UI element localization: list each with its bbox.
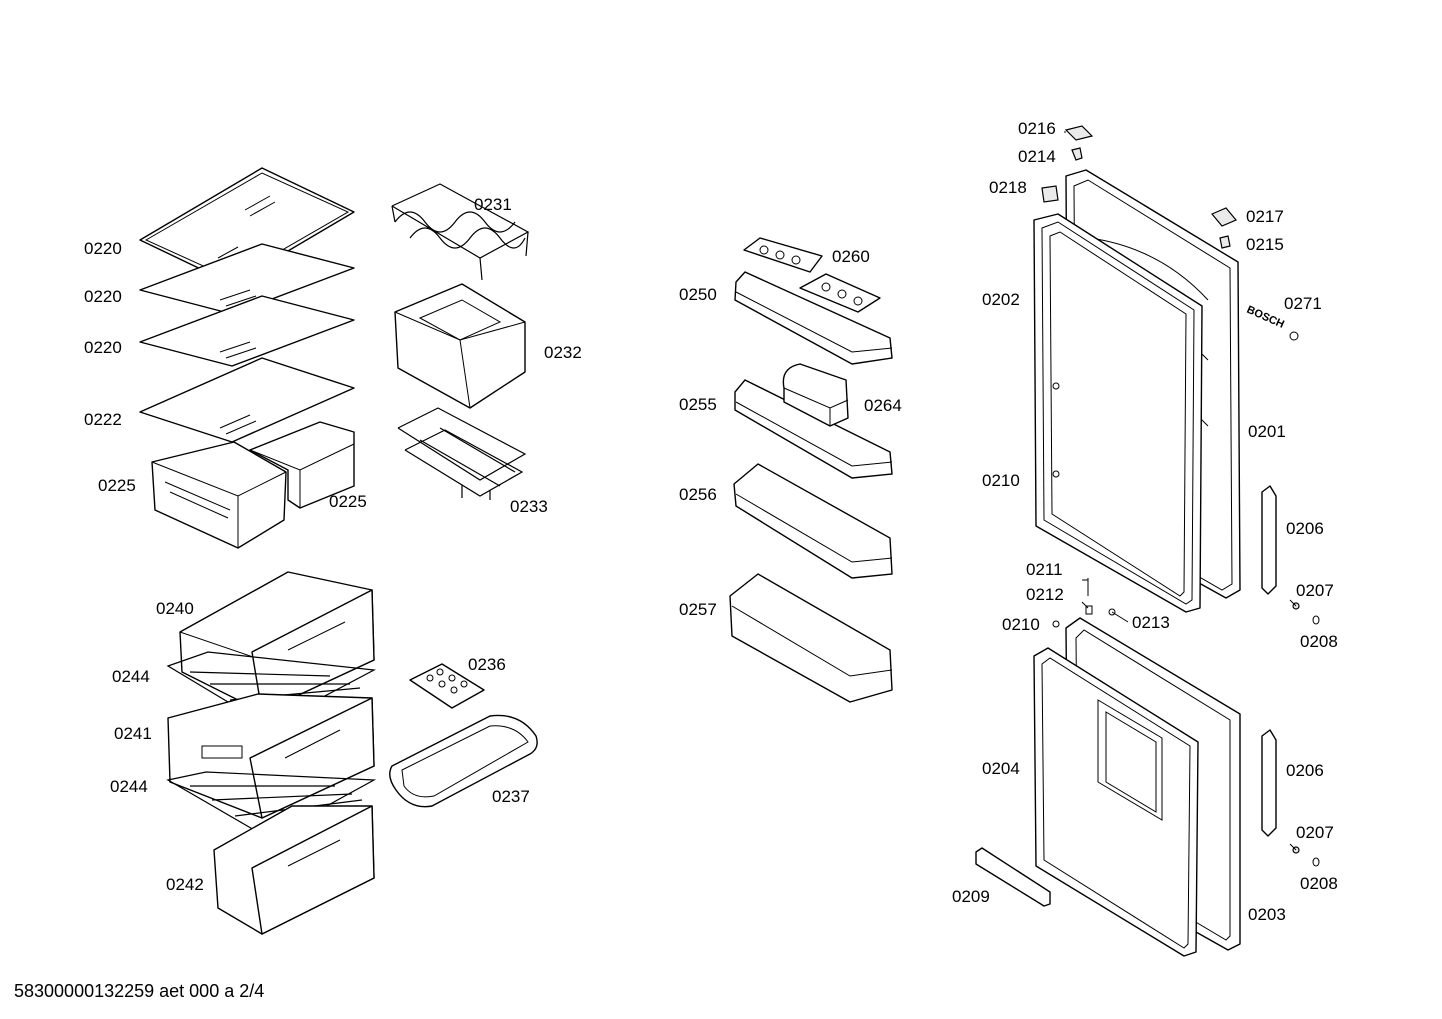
tray-0237 [389,714,538,808]
label-0260: 0260 [832,247,870,266]
handle-0206-upper [1261,485,1277,595]
small-parts-0211-0213 [1052,382,1116,628]
egg-tray-0260-left [743,237,823,273]
label-0237: 0237 [492,787,530,806]
butter-dish-0264 [782,363,849,427]
label-0212: 0212 [1026,585,1064,604]
label-0255: 0255 [679,395,717,414]
washer-0208-lower [1312,857,1320,867]
cover-strip-0209 [975,847,1051,907]
label-0220-third: 0220 [84,338,122,357]
drawer-0242 [213,805,375,935]
washer-0208-upper [1312,615,1320,625]
label-0213: 0213 [1132,613,1170,632]
label-0215: 0215 [1246,235,1284,254]
label-0240: 0240 [156,599,194,618]
glass-shelf-0222 [139,357,355,443]
label-0225-right: 0225 [329,492,367,511]
label-0244-lower: 0244 [110,777,148,796]
label-0236: 0236 [468,655,506,674]
glass-shelf-0220-second [139,243,355,315]
label-0264: 0264 [864,396,902,415]
label-0211: 0211 [1026,560,1063,579]
hinge-cover-0216 [1064,125,1094,141]
label-0231: 0231 [474,195,512,214]
crisper-tray-0225-right [249,421,355,509]
label-0216: 0216 [1018,119,1056,138]
label-0233: 0233 [510,497,548,516]
label-0210-lower: 0210 [1002,615,1040,634]
label-0222: 0222 [84,410,122,429]
label-0220-second: 0220 [84,287,122,306]
door-gasket-0204 [1033,647,1199,957]
label-0250: 0250 [679,285,717,304]
label-0244-upper: 0244 [112,667,150,686]
label-0203: 0203 [1248,905,1286,924]
door-shelf-0257 [729,573,893,703]
bin-0232 [394,283,526,409]
document-footer: 58300000132259 aet 000 a 2/4 [14,981,265,1001]
hinge-cover-0217 [1211,207,1237,227]
label-0201: 0201 [1248,422,1286,441]
label-0242: 0242 [166,875,204,894]
label-0208-lower: 0208 [1300,874,1338,893]
label-0204: 0204 [982,759,1020,778]
hinge-part-0218 [1041,185,1059,203]
egg-tray-0260-right [799,273,881,313]
handle-0206-lower [1261,729,1277,837]
label-0225-left: 0225 [98,476,136,495]
label-0207-upper: 0207 [1296,581,1334,600]
label-0210-upper: 0210 [982,471,1020,490]
label-0209: 0209 [952,887,990,906]
label-0232: 0232 [544,343,582,362]
door-shelf-0255 [734,379,893,479]
bottle-rack-0231 [391,183,530,281]
label-0214: 0214 [1018,147,1056,166]
glass-shelf-0220-third [139,295,355,367]
label-0271: 0271 [1284,294,1322,313]
label-0218: 0218 [989,178,1027,197]
door-shelf-0256 [733,463,893,579]
drawer-0241 [167,693,375,819]
label-0217: 0217 [1246,207,1284,226]
label-0257: 0257 [679,600,717,619]
label-0207-lower: 0207 [1296,823,1334,842]
part-labels: 0220 0220 0220 0222 0225 0225 0231 0232 … [84,119,1338,924]
label-0256: 0256 [679,485,717,504]
label-0206-upper: 0206 [1286,519,1324,538]
leader-lines [1064,131,1297,851]
label-0206-lower: 0206 [1286,761,1324,780]
hinge-part-0214 [1071,147,1083,161]
label-0202: 0202 [982,290,1020,309]
door-gasket-0202 [1033,213,1203,613]
label-0208-upper: 0208 [1300,632,1338,651]
label-0220-top: 0220 [84,239,122,258]
bosch-logo-text: BOSCH [1245,304,1286,331]
label-0241: 0241 [114,724,152,743]
ice-tray-0236 [409,663,485,709]
wire-basket-0233 [397,407,527,500]
hinge-part-0215 [1219,235,1231,249]
drawer-0240 [179,571,375,713]
crisper-tray-0225-left [151,441,287,549]
door-shelf-0250 [734,271,893,365]
